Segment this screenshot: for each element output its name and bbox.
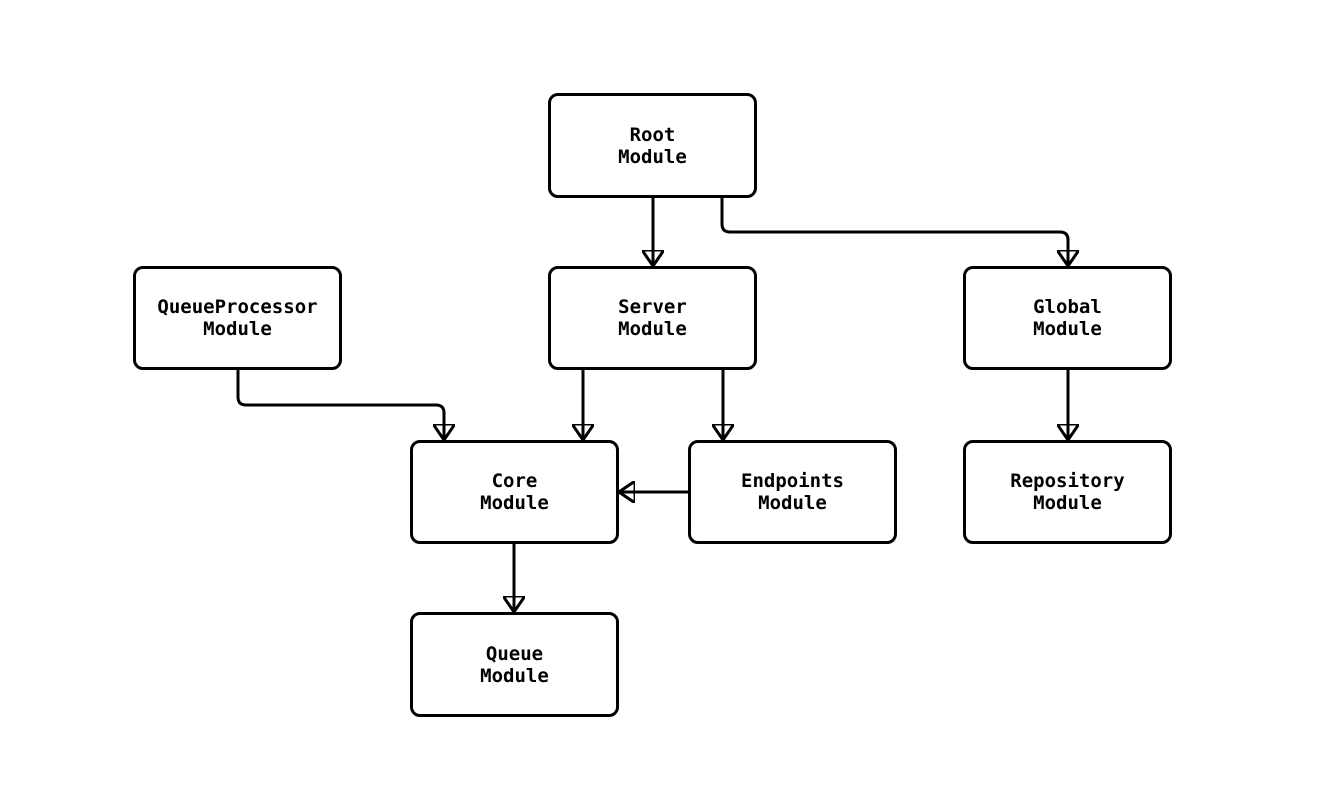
node-label-line: Module	[203, 318, 272, 340]
node-label-line: Module	[1033, 318, 1102, 340]
node-global-module: Global Module	[963, 266, 1172, 370]
node-root-module: Root Module	[548, 93, 757, 198]
node-label-line: Module	[1033, 492, 1102, 514]
node-label-line: Module	[480, 492, 549, 514]
node-label-line: Module	[480, 664, 549, 687]
node-server-module: Server Module	[548, 266, 757, 370]
node-label-line: QueueProcessor	[157, 296, 318, 318]
node-core-module: Core Module	[410, 440, 619, 544]
node-label-line: Root	[629, 123, 676, 146]
node-label-line: Module	[618, 145, 687, 168]
node-label-line: Module	[618, 318, 687, 340]
node-label-line: Global	[1033, 296, 1102, 318]
node-label-line: Queue	[485, 642, 544, 665]
node-label-line: Module	[758, 492, 827, 514]
edge-root-to-global-arrow	[720, 198, 1068, 266]
node-label-line: Repository	[1010, 470, 1125, 492]
node-queue-module: Queue Module	[410, 612, 619, 717]
node-endpoints-module: Endpoints Module	[688, 440, 897, 544]
node-queueprocessor-module: QueueProcessor Module	[133, 266, 342, 370]
node-repository-module: Repository Module	[963, 440, 1172, 544]
node-label-line: Core	[491, 470, 538, 492]
node-label-line: Endpoints	[741, 470, 844, 492]
edge-queueprocessor-to-core-arrow	[236, 370, 444, 440]
node-label-line: Server	[618, 296, 687, 318]
